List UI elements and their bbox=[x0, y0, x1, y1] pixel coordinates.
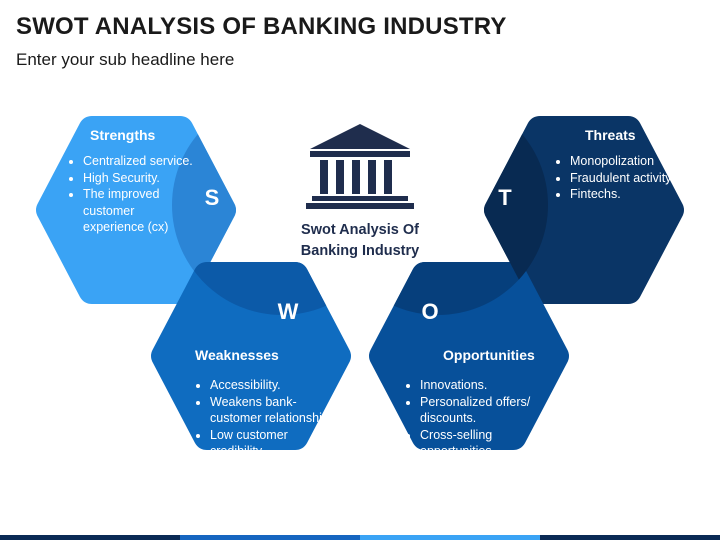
weaknesses-letter: W bbox=[277, 299, 299, 324]
threats-panel: Threats Monopolization Fraudulent activi… bbox=[555, 127, 675, 203]
page-title: SWOT ANALYSIS OF BANKING INDUSTRY bbox=[16, 13, 507, 40]
list-item: Fintechs. bbox=[570, 186, 675, 203]
footer-color-segment bbox=[360, 535, 540, 540]
footer-color-segment bbox=[180, 535, 360, 540]
strengths-letter: S bbox=[204, 185, 220, 210]
list-item: The improved customer experience (cx) bbox=[83, 186, 198, 236]
footer-color-bar bbox=[0, 535, 720, 540]
weaknesses-list: Accessibility. Weakens bank-customer rel… bbox=[195, 377, 345, 460]
list-item: Centralized service. bbox=[83, 153, 198, 170]
list-item: Weakens bank-customer relationship. bbox=[210, 394, 345, 427]
list-item: Innovations. bbox=[420, 377, 550, 394]
opportunities-letter: O bbox=[421, 299, 439, 324]
bank-building-icon bbox=[306, 124, 414, 209]
weaknesses-title: Weaknesses bbox=[195, 347, 279, 363]
opportunities-panel: Opportunities Innovations. Personalized … bbox=[405, 347, 550, 460]
strengths-panel: Strengths Centralized service. High Secu… bbox=[68, 127, 198, 236]
opportunities-list: Innovations. Personalized offers/ discou… bbox=[405, 377, 550, 460]
list-item: Accessibility. bbox=[210, 377, 345, 394]
list-item: Fraudulent activity. bbox=[570, 170, 675, 187]
center-label: Swot Analysis Of Banking Industry bbox=[280, 220, 440, 262]
threats-letter: T bbox=[498, 185, 512, 210]
center-label-line-2: Banking Industry bbox=[300, 243, 420, 259]
footer-color-segment bbox=[0, 535, 180, 540]
list-item: Personalized offers/ discounts. bbox=[420, 394, 550, 427]
opportunities-title: Opportunities bbox=[443, 347, 535, 363]
weaknesses-panel: Weaknesses Accessibility. Weakens bank-c… bbox=[195, 347, 345, 460]
strengths-title: Strengths bbox=[90, 127, 156, 143]
page-subtitle: Enter your sub headline here bbox=[16, 50, 235, 69]
list-item: Monopolization bbox=[570, 153, 675, 170]
list-item: Cross-selling opportunities. bbox=[420, 427, 550, 460]
footer-color-segment bbox=[540, 535, 720, 540]
center-label-line-1: Swot Analysis Of bbox=[301, 222, 419, 238]
strengths-list: Centralized service. High Security. The … bbox=[68, 153, 198, 236]
list-item: Low customer credibility. bbox=[210, 427, 345, 460]
threats-title: Threats bbox=[585, 127, 636, 143]
list-item: High Security. bbox=[83, 170, 198, 187]
threats-list: Monopolization Fraudulent activity. Fint… bbox=[555, 153, 675, 203]
